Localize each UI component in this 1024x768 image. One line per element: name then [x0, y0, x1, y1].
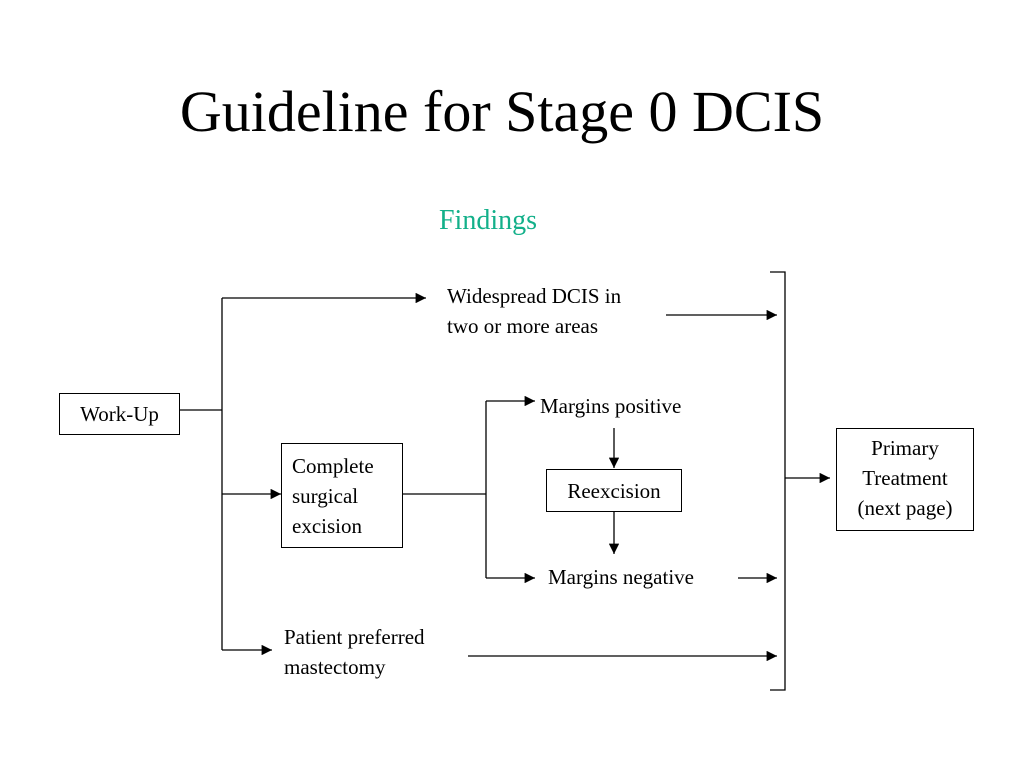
primary-line-1: Primary: [871, 436, 939, 460]
reexcision-box: Reexcision: [546, 469, 682, 512]
excision-line-1: Complete: [292, 454, 374, 478]
workup-box: Work-Up: [59, 393, 180, 435]
convergence-bracket: [770, 271, 786, 691]
slide-title: Guideline for Stage 0 DCIS: [179, 79, 825, 144]
patient-mastectomy-label: Patient preferred mastectomy: [284, 622, 425, 682]
primary-line-3: (next page): [857, 496, 953, 520]
findings-heading: Findings: [438, 205, 538, 236]
widespread-line-2: two or more areas: [447, 314, 599, 338]
mastectomy-line-1: Patient preferred: [284, 625, 425, 649]
primary-treatment-box: Primary Treatment (next page): [836, 428, 974, 531]
reexcision-label: Reexcision: [567, 479, 661, 503]
primary-line-2: Treatment: [862, 466, 948, 490]
excision-line-3: excision: [292, 514, 362, 538]
mastectomy-line-2: mastectomy: [284, 655, 386, 679]
widespread-dcis-label: Widespread DCIS in two or more areas: [447, 281, 621, 341]
margins-negative-label: Margins negative: [548, 565, 694, 589]
margins-positive-label: Margins positive: [540, 394, 682, 418]
excision-line-2: surgical: [292, 484, 359, 508]
complete-excision-box: Complete surgical excision: [281, 443, 403, 548]
workup-label: Work-Up: [80, 402, 159, 426]
widespread-line-1: Widespread DCIS in: [447, 284, 622, 308]
